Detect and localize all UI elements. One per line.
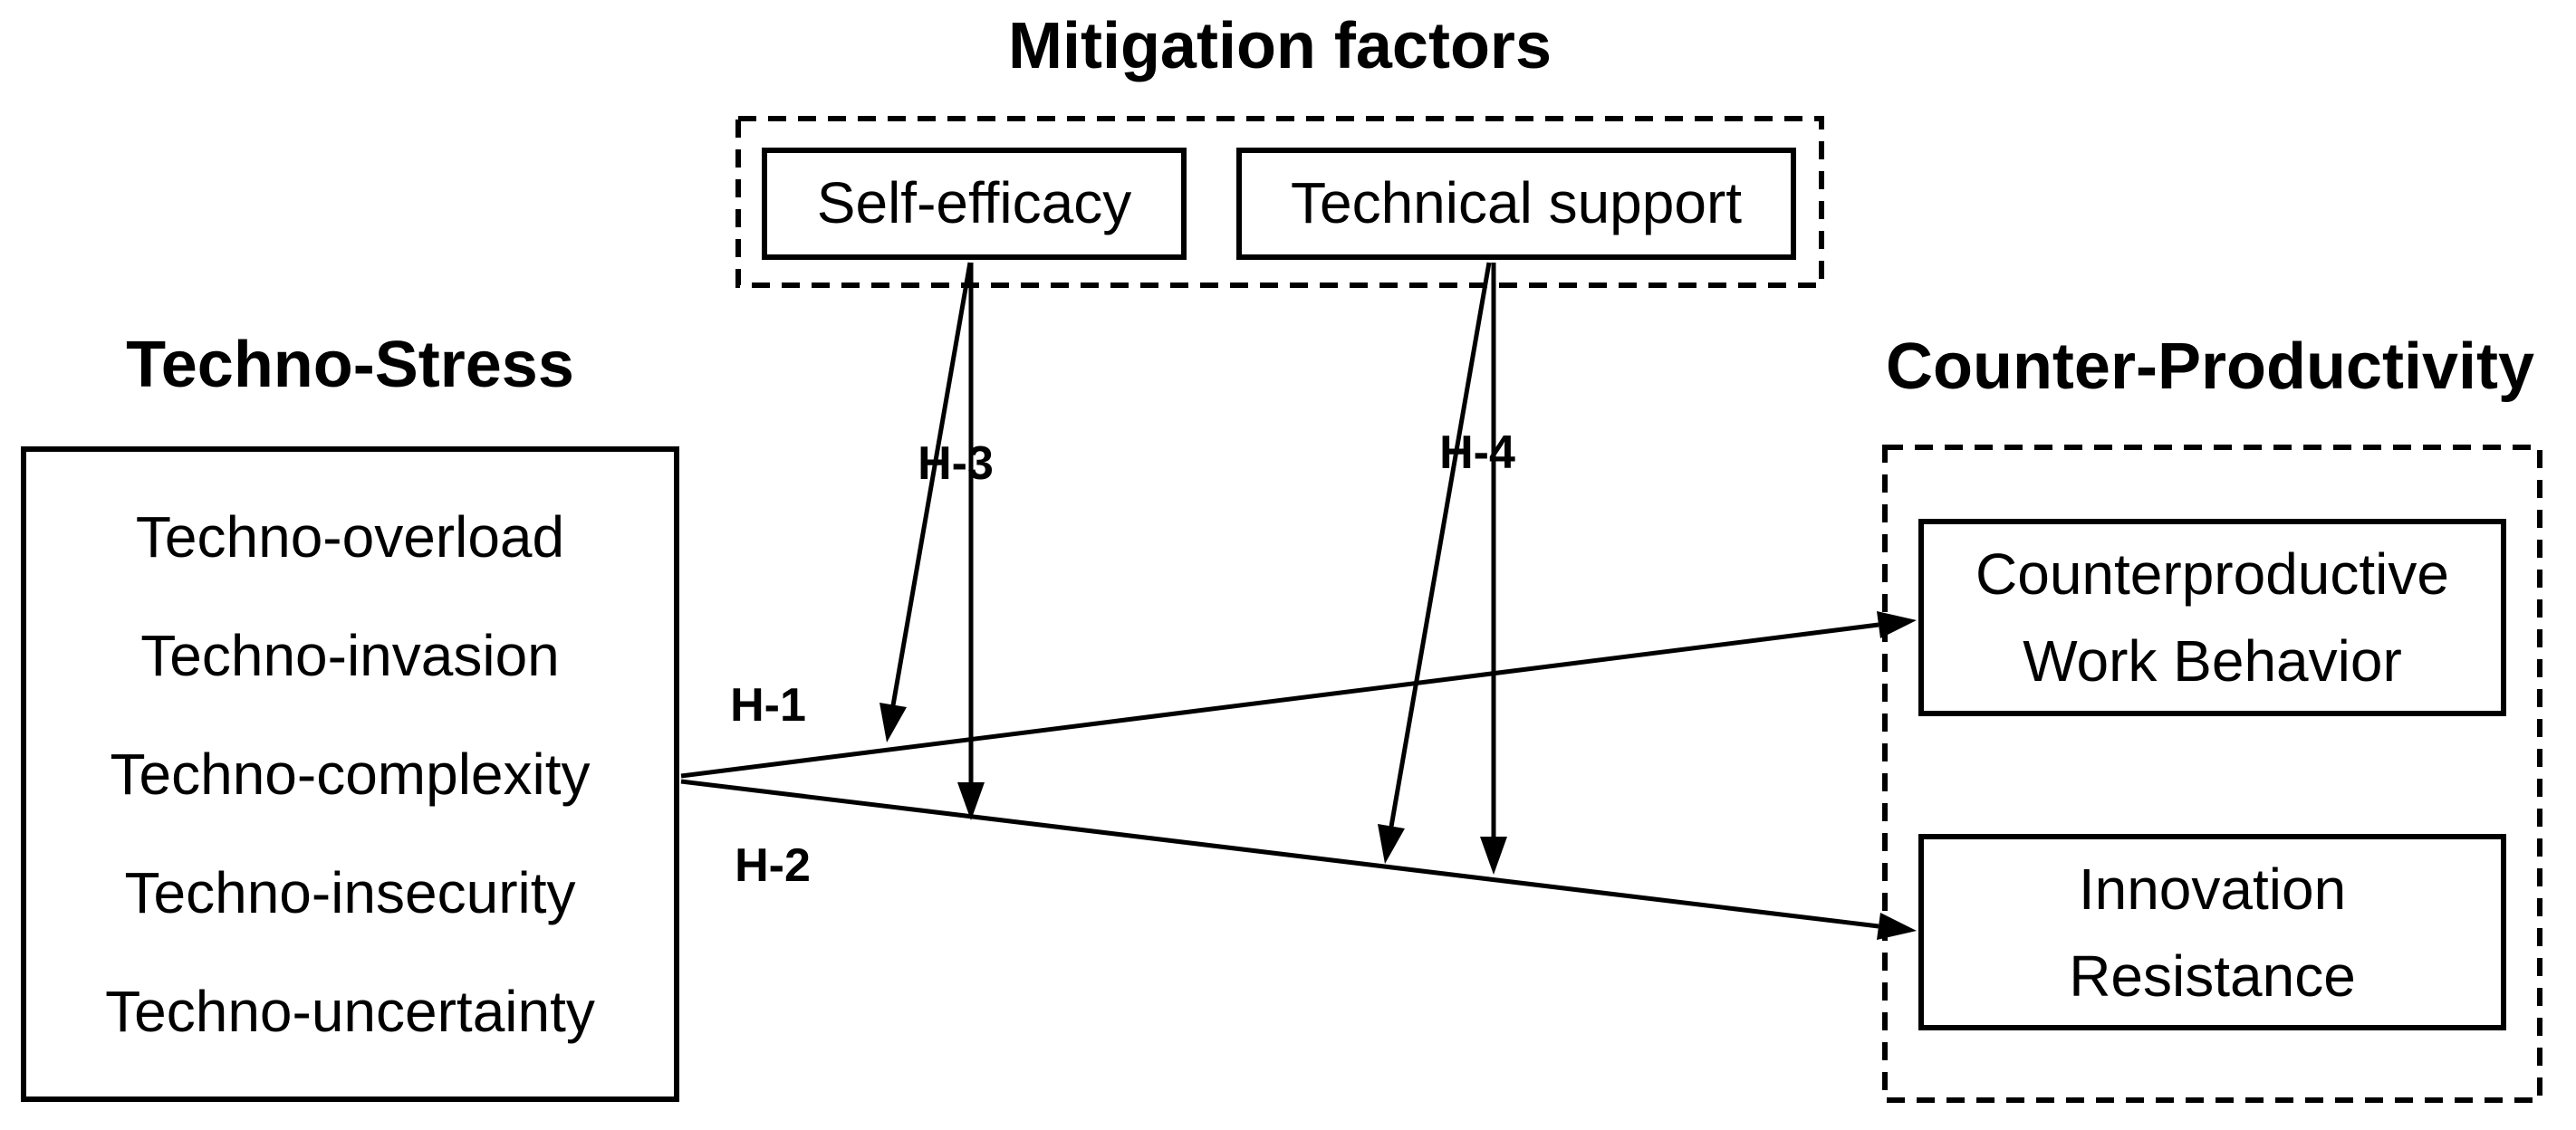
counter-productivity-group-title: Counter-Productivity	[1885, 330, 2535, 403]
counter-productivity-group-frame	[1882, 445, 2542, 1103]
arrow-h3-to-h1	[879, 262, 973, 742]
arrow-h3-to-h2	[957, 263, 985, 820]
technical-support-label: Technical support	[1290, 170, 1743, 236]
hypothesis-label-h4: H-4	[1439, 426, 1515, 479]
self-efficacy-label: Self-efficacy	[816, 170, 1132, 236]
hypothesis-label-h2: H-2	[735, 839, 811, 892]
list-item-techno-insecurity: Techno-insecurity	[124, 860, 576, 925]
techno-stress-box: Techno-overload Techno-invasion Techno-c…	[21, 446, 679, 1102]
innovation-resistance-label: Innovation Resistance	[2069, 856, 2356, 1009]
hypothesis-label-h1: H-1	[730, 679, 806, 732]
arrow-h4-slanted	[1378, 262, 1492, 864]
mitigation-group-frame	[735, 116, 1824, 288]
list-item-techno-uncertainty: Techno-uncertainty	[105, 979, 595, 1044]
arrow-h2	[680, 779, 1917, 940]
arrow-h1	[680, 611, 1917, 779]
counterproductive-work-behavior-label: Counterproductive Work Behavior	[1975, 541, 2449, 694]
hypothesis-label-h3: H-3	[918, 437, 994, 490]
technical-support-box: Technical support	[1236, 148, 1796, 260]
list-item-techno-invasion: Techno-invasion	[140, 623, 560, 688]
list-item-techno-complexity: Techno-complexity	[110, 742, 591, 807]
mitigation-group-title: Mitigation factors	[1007, 10, 1552, 82]
self-efficacy-box: Self-efficacy	[762, 148, 1187, 260]
innovation-resistance-box: Innovation Resistance	[1918, 834, 2506, 1030]
counterproductive-work-behavior-box: Counterproductive Work Behavior	[1918, 519, 2506, 716]
list-item-techno-overload: Techno-overload	[135, 504, 565, 570]
arrow-h4-vertical	[1480, 263, 1507, 875]
techno-stress-group-title: Techno-Stress	[126, 329, 574, 401]
